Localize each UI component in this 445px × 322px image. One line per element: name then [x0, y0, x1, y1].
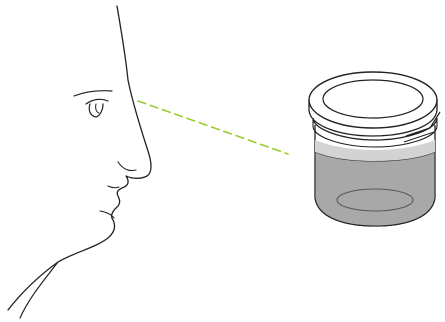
specimen-jar — [309, 72, 440, 226]
eyebrow — [74, 91, 112, 96]
face-profile — [8, 6, 151, 318]
eyelid — [86, 99, 108, 104]
nostril-line — [118, 162, 136, 171]
iris — [96, 104, 99, 113]
jar-lid-inner — [323, 80, 423, 118]
face-outline — [8, 6, 151, 310]
eye — [74, 91, 112, 117]
lip-line — [108, 186, 119, 188]
sight-line — [138, 101, 288, 154]
